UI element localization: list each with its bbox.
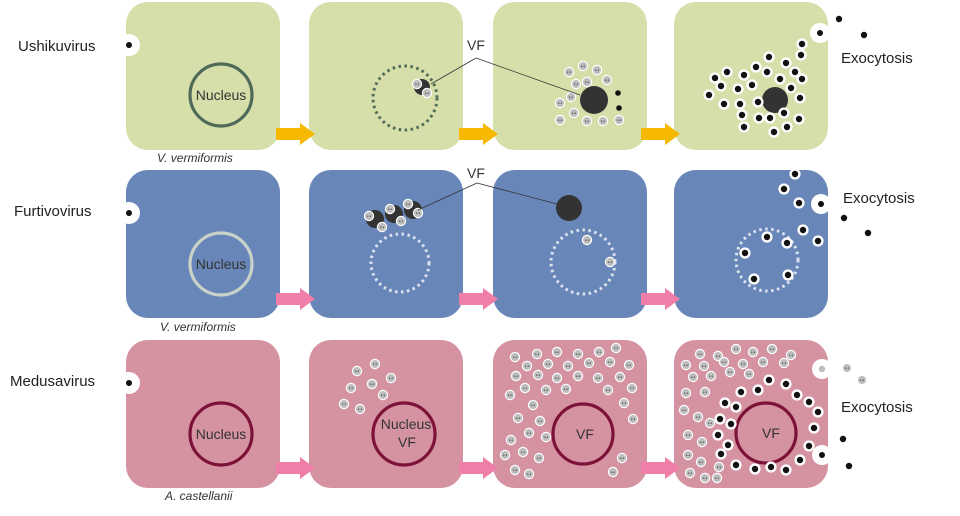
nucleus	[188, 401, 254, 467]
vf-pointer	[417, 182, 478, 211]
viral-factory	[580, 86, 608, 114]
virus-particle	[351, 365, 363, 377]
exocytosis-label: Exocytosis	[841, 50, 913, 67]
virus-particle	[581, 234, 593, 246]
cell-stage-1	[126, 170, 280, 318]
nucleus-label: Nucleus	[196, 256, 247, 272]
virus-particle	[354, 403, 366, 415]
virus-particle	[563, 66, 575, 78]
released-particle	[843, 460, 855, 472]
virus-particle	[554, 114, 566, 126]
row-medusavirus: Medusavirus A. castellanii Nucleus Nucle…	[10, 340, 913, 503]
virus-particle	[363, 210, 375, 222]
cell-stage-2	[309, 170, 463, 318]
virus-particle	[597, 115, 609, 127]
vf-pointer	[430, 57, 477, 85]
stage-arrow	[459, 288, 498, 310]
virus-particle	[601, 74, 613, 86]
vf-label: VF	[467, 165, 485, 181]
host-name-label: V. vermiformis	[160, 320, 236, 334]
vf-label: VF	[398, 434, 416, 450]
host-name-label: A. castellanii	[164, 489, 233, 503]
host-name-label: V. vermiformis	[157, 151, 233, 165]
released-particle	[862, 227, 874, 239]
viral-factory	[551, 402, 615, 466]
dissolving-nucleus	[369, 232, 431, 294]
stage-arrow	[276, 288, 315, 310]
cell-stage-1	[126, 340, 280, 488]
row-furtivovirus: Furtivovirus V. vermiformis Nucleus VF	[14, 165, 915, 334]
nucleus-label: Nucleus	[196, 87, 247, 103]
virus-particle	[366, 378, 378, 390]
stage-arrow	[459, 123, 498, 145]
nucleus	[188, 62, 254, 128]
stage-arrow	[276, 457, 315, 479]
released-particle	[833, 13, 845, 25]
stage-arrow	[641, 288, 680, 310]
viral-factory	[762, 87, 788, 113]
virus-particle	[581, 115, 593, 127]
virus-particle	[554, 97, 566, 109]
cell-stage-2	[309, 2, 463, 150]
virus-name-label: Furtivovirus	[14, 203, 92, 220]
dissolving-nucleus	[371, 64, 439, 132]
virus-particle	[411, 78, 423, 90]
virus-particle	[384, 203, 396, 215]
cell-stage-3	[493, 170, 647, 318]
cell-stage-4	[674, 170, 828, 318]
nucleus-label: Nucleus	[196, 426, 247, 442]
virus-particle	[369, 358, 381, 370]
virus-particle	[613, 114, 625, 126]
virus-particle	[568, 107, 580, 119]
released-particle	[838, 212, 850, 224]
stage-arrow	[459, 457, 498, 479]
virus-particle	[604, 256, 616, 268]
virus-particle	[345, 382, 357, 394]
viral-factory	[556, 195, 582, 221]
stage-arrow	[641, 123, 680, 145]
vf-label: VF	[762, 425, 780, 441]
virus-particle	[570, 78, 582, 90]
released-particle	[837, 433, 849, 445]
virus-particle	[577, 60, 589, 72]
virus-particle	[402, 198, 414, 210]
vf-label: VF	[467, 37, 485, 53]
released-particle	[856, 374, 868, 386]
virus-particle	[376, 221, 388, 233]
virus-particle	[565, 91, 577, 103]
virus-particle	[338, 398, 350, 410]
nucleus	[371, 401, 437, 467]
virus-name-label: Medusavirus	[10, 373, 95, 390]
exocytosis-label: Exocytosis	[843, 190, 915, 207]
virus-particle	[421, 87, 433, 99]
row-ushikuvirus: Ushikuvirus V. vermiformis Nucleus	[18, 2, 913, 165]
stage-arrow	[641, 457, 680, 479]
mature-particle	[615, 90, 621, 96]
mature-particle	[616, 105, 622, 111]
stage-arrow	[276, 123, 315, 145]
dissolving-nucleus	[734, 227, 800, 293]
nucleus-label: Nucleus	[381, 416, 432, 432]
virus-name-label: Ushikuvirus	[18, 38, 96, 55]
vf-label: VF	[576, 426, 594, 442]
released-particle	[841, 362, 853, 374]
vf-pointer	[475, 57, 581, 96]
released-particle	[858, 29, 870, 41]
exocytosis-label: Exocytosis	[841, 399, 913, 416]
virus-particle	[385, 372, 397, 384]
virus-particle	[395, 215, 407, 227]
virus-particle	[377, 389, 389, 401]
virus-particle	[581, 76, 593, 88]
viral-factory	[734, 401, 798, 465]
virus-particle	[591, 64, 603, 76]
vf-pointer	[476, 182, 558, 205]
cell-stage-1	[126, 2, 280, 150]
nucleus	[188, 231, 254, 297]
cell-stage-2	[309, 340, 463, 488]
